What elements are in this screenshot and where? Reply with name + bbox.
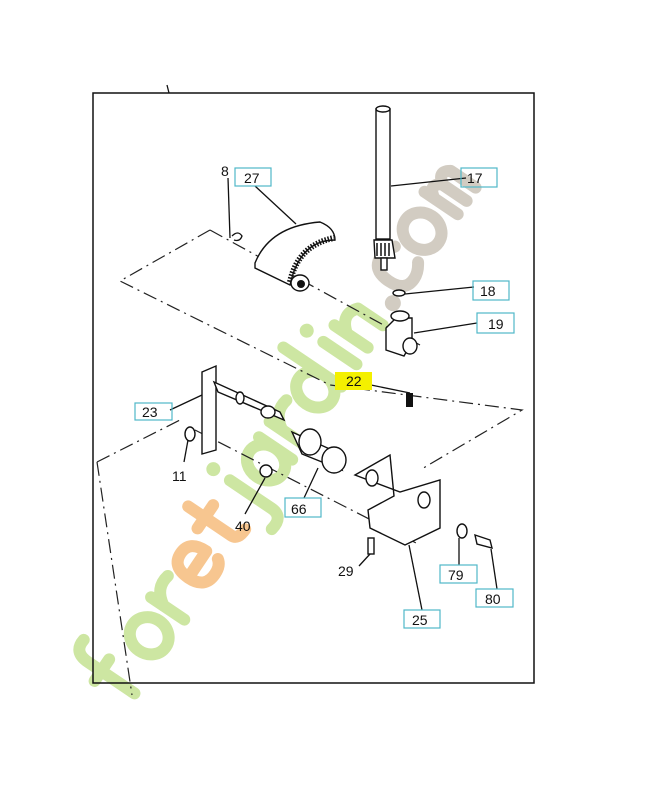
- label-19: 19: [476, 312, 515, 334]
- bracket-part-19: [385, 310, 418, 357]
- label-text: 17: [467, 170, 483, 186]
- washer-part-79: [456, 523, 468, 539]
- assembly-centerline: [118, 229, 524, 471]
- bolt-part-29: [367, 537, 375, 555]
- shaft-part-17: [373, 105, 396, 271]
- label-text: 18: [480, 283, 496, 299]
- label-25: 25: [403, 609, 441, 629]
- label-text: 23: [142, 404, 158, 420]
- label-text: 40: [235, 518, 251, 534]
- label-text: 29: [338, 563, 354, 579]
- mount-bracket-part-25: [353, 453, 441, 546]
- label-79: 79: [439, 564, 478, 584]
- label-29: 29: [338, 563, 354, 579]
- shaft-bracket-part-23: [201, 364, 286, 455]
- label-40: 40: [235, 518, 251, 534]
- clip-part-8: [231, 232, 243, 242]
- label-18: 18: [472, 280, 510, 301]
- label-text: 11: [172, 468, 187, 484]
- assembly-centerline: [96, 461, 133, 696]
- label-22-highlighted: 22: [335, 372, 372, 390]
- label-17: 17: [460, 167, 498, 188]
- bolt-part-80: [474, 533, 493, 549]
- bushing-part-66: [290, 428, 347, 474]
- watermark-logo: [73, 164, 482, 700]
- screw-part-22: [406, 393, 413, 407]
- washer-part-11: [184, 426, 196, 442]
- label-23: 23: [134, 402, 173, 421]
- frame-tick: [166, 84, 170, 94]
- nut-part-40: [259, 464, 273, 478]
- label-66: 66: [284, 497, 322, 518]
- label-text: 19: [488, 316, 504, 332]
- label-text: 27: [244, 170, 260, 186]
- label-27: 27: [234, 167, 272, 187]
- label-text: 8: [221, 163, 229, 179]
- label-8: 8: [221, 163, 229, 179]
- gear-sector-part-27: [254, 221, 336, 292]
- label-text: 66: [291, 501, 307, 517]
- label-text: 25: [412, 612, 428, 628]
- assembly-centerline: [209, 229, 421, 346]
- label-text: 79: [448, 567, 464, 583]
- label-11: 11: [172, 468, 187, 484]
- label-text: 22: [346, 373, 362, 389]
- leader-lines: [169, 177, 498, 611]
- label-80: 80: [475, 588, 514, 608]
- diagram-frame: [92, 92, 535, 684]
- washer-part-18: [392, 289, 406, 297]
- assembly-centerline: [96, 419, 181, 463]
- label-text: 80: [485, 591, 501, 607]
